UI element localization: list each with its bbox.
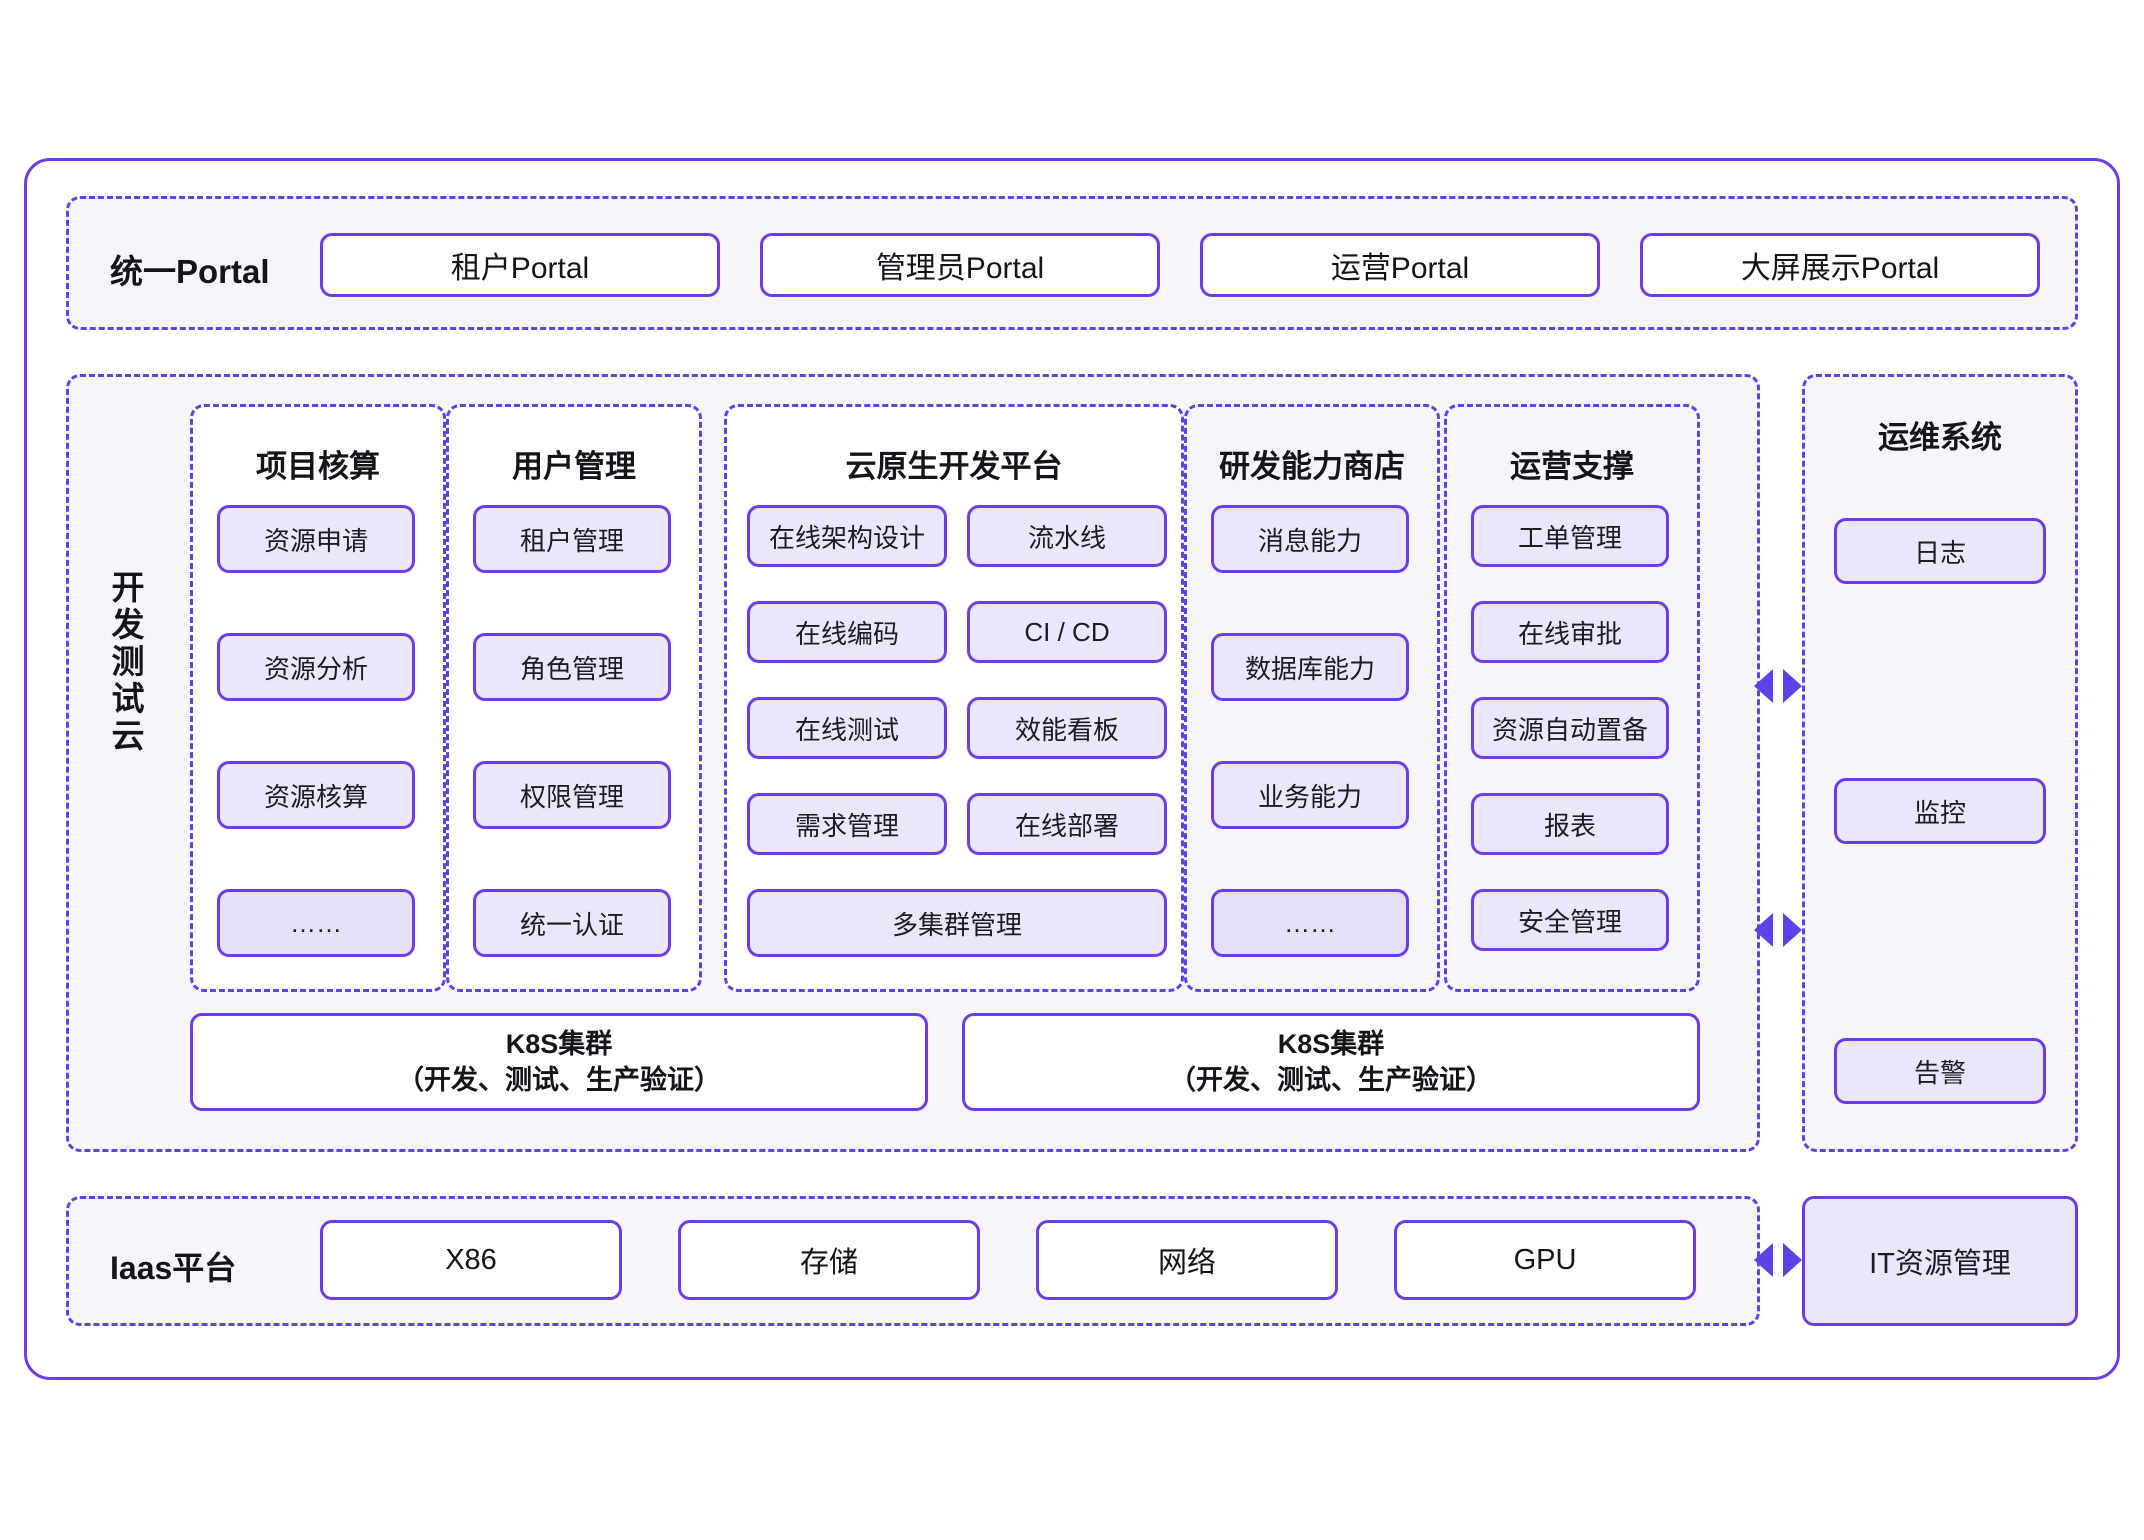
column-title-user-management: 用户管理	[512, 449, 636, 484]
pill-tenant-management[interactable]: 租户管理	[473, 505, 671, 573]
portal-button-operations[interactable]: 运营Portal	[1200, 233, 1600, 297]
pill-more-rd-capability[interactable]: ……	[1211, 889, 1409, 957]
pill-monitoring[interactable]: 监控	[1834, 778, 2046, 844]
portal-button-tenant[interactable]: 租户Portal	[320, 233, 720, 297]
pill-ticket-management[interactable]: 工单管理	[1471, 505, 1669, 567]
pill-alerts[interactable]: 告警	[1834, 1038, 2046, 1104]
column-title-rd-capability-store: 研发能力商店	[1219, 449, 1405, 484]
pill-resource-application[interactable]: 资源申请	[217, 505, 415, 573]
arrow-left-triangle-icon	[1754, 669, 1773, 703]
iaas-box-x86[interactable]: X86	[320, 1220, 622, 1300]
pill-online-coding[interactable]: 在线编码	[747, 601, 947, 663]
pill-message-capability[interactable]: 消息能力	[1211, 505, 1409, 573]
ops-system-section	[1802, 374, 2078, 1152]
pill-role-management[interactable]: 角色管理	[473, 633, 671, 701]
pill-online-approval[interactable]: 在线审批	[1471, 601, 1669, 663]
column-project-accounting: 项目核算 资源申请 资源分析 资源核算 ……	[190, 404, 446, 992]
pill-efficiency-dashboard[interactable]: 效能看板	[967, 697, 1167, 759]
column-user-management: 用户管理 租户管理 角色管理 权限管理 统一认证	[446, 404, 702, 992]
pill-unified-authentication[interactable]: 统一认证	[473, 889, 671, 957]
iaas-connector-arrow-icon	[1754, 1243, 1802, 1277]
iaas-section-label: Iaas平台	[110, 1250, 237, 1286]
pill-online-architecture-design[interactable]: 在线架构设计	[747, 505, 947, 567]
k8s-cluster-box-2[interactable]: K8S集群 （开发、测试、生产验证）	[962, 1013, 1700, 1111]
pill-pipeline[interactable]: 流水线	[967, 505, 1167, 567]
pill-multi-cluster-management[interactable]: 多集群管理	[747, 889, 1167, 957]
column-title-project-accounting: 项目核算	[256, 449, 380, 484]
pill-permission-management[interactable]: 权限管理	[473, 761, 671, 829]
portal-button-admin[interactable]: 管理员Portal	[760, 233, 1160, 297]
pill-database-capability[interactable]: 数据库能力	[1211, 633, 1409, 701]
pill-requirement-management[interactable]: 需求管理	[747, 793, 947, 855]
arrow-right-triangle-icon	[1783, 913, 1802, 947]
k8s-cluster-box-1-text: K8S集群 （开发、测试、生产验证）	[397, 1028, 721, 1095]
dev-test-cloud-label: 开发测试云	[111, 569, 145, 754]
column-operations-support: 运营支撑 工单管理 在线审批 资源自动置备 报表 安全管理	[1444, 404, 1700, 992]
portal-button-bigscreen[interactable]: 大屏展示Portal	[1640, 233, 2040, 297]
pill-security-management[interactable]: 安全管理	[1471, 889, 1669, 951]
pill-automatic-resource-provisioning[interactable]: 资源自动置备	[1471, 697, 1669, 759]
pill-resource-accounting[interactable]: 资源核算	[217, 761, 415, 829]
column-title-cloud-native-platform: 云原生开发平台	[845, 449, 1063, 484]
iaas-box-network[interactable]: 网络	[1036, 1220, 1338, 1300]
pill-online-testing[interactable]: 在线测试	[747, 697, 947, 759]
pill-ci-cd[interactable]: CI / CD	[967, 601, 1167, 663]
iaas-box-storage[interactable]: 存储	[678, 1220, 980, 1300]
pill-online-deployment[interactable]: 在线部署	[967, 793, 1167, 855]
arrow-left-triangle-icon	[1754, 913, 1773, 947]
column-title-operations-support: 运营支撑	[1510, 449, 1634, 484]
ops-connector-lower-arrow-icon	[1754, 913, 1802, 947]
column-rd-capability-store: 研发能力商店 消息能力 数据库能力 业务能力 ……	[1184, 404, 1440, 992]
pill-resource-analysis[interactable]: 资源分析	[217, 633, 415, 701]
arrow-right-triangle-icon	[1783, 669, 1802, 703]
arrow-right-triangle-icon	[1783, 1243, 1802, 1277]
portal-section-label: 统一Portal	[110, 253, 270, 290]
column-cloud-native-platform: 云原生开发平台 在线架构设计 流水线 在线编码 CI / CD 在线测试 效能看…	[724, 404, 1184, 992]
k8s-cluster-box-1[interactable]: K8S集群 （开发、测试、生产验证）	[190, 1013, 928, 1111]
arrow-left-triangle-icon	[1754, 1243, 1773, 1277]
ops-system-title: 运维系统	[1878, 420, 2002, 455]
pill-report[interactable]: 报表	[1471, 793, 1669, 855]
pill-it-resource-management[interactable]: IT资源管理	[1802, 1196, 2078, 1326]
pill-logs[interactable]: 日志	[1834, 518, 2046, 584]
k8s-cluster-box-2-text: K8S集群 （开发、测试、生产验证）	[1169, 1028, 1493, 1095]
pill-business-capability[interactable]: 业务能力	[1211, 761, 1409, 829]
ops-connector-upper-arrow-icon	[1754, 669, 1802, 703]
iaas-box-gpu[interactable]: GPU	[1394, 1220, 1696, 1300]
pill-more-project-accounting[interactable]: ……	[217, 889, 415, 957]
